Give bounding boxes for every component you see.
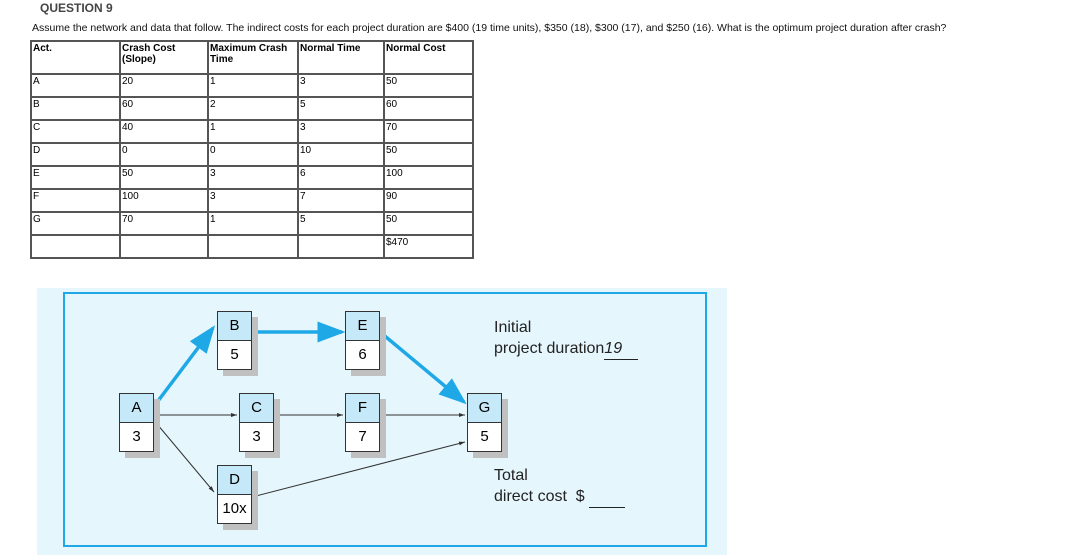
note-line: Total (494, 467, 528, 484)
table-cell: B (30, 96, 121, 121)
header-cell: Crash Cost (Slope) (119, 40, 209, 75)
table-cell: 50 (119, 165, 209, 190)
node-duration: 5 (467, 423, 502, 452)
table-cell: 40 (119, 119, 209, 144)
table-cell (297, 234, 385, 259)
activity-table: Act. Crash Cost (Slope) Maximum Crash Ti… (30, 40, 474, 259)
network-arrows (156, 321, 467, 498)
initial-duration-value: 19 (604, 338, 639, 360)
note-line: direct cost $ (494, 488, 585, 505)
initial-duration-note: Initial project duration19 (494, 317, 639, 360)
arrow-a-d (156, 423, 215, 493)
table-cell: F (30, 188, 121, 213)
node-label: G (467, 393, 502, 423)
header-cell: Act. (30, 40, 121, 75)
table-cell: 3 (297, 73, 385, 98)
table-cell: 50 (383, 211, 474, 236)
table-cell: 60 (119, 96, 209, 121)
table-cell: 1 (207, 119, 299, 144)
table-cell: 1 (207, 211, 299, 236)
table-cell: A (30, 73, 121, 98)
diagram-frame (63, 292, 707, 547)
table-cell: 5 (297, 96, 385, 121)
header-cell: Normal Time (297, 40, 385, 75)
table-cell: 1 (207, 73, 299, 98)
table-cell: 3 (207, 165, 299, 190)
node-duration: 3 (239, 423, 274, 452)
table-cell: 100 (119, 188, 209, 213)
table-cell: 50 (383, 73, 474, 98)
table-cell: 0 (119, 142, 209, 167)
node-label: C (239, 393, 274, 423)
table-cell: 70 (119, 211, 209, 236)
table-cell: $470 (383, 234, 474, 259)
table-cell (30, 234, 121, 259)
table-cell (119, 234, 209, 259)
node-duration: 6 (345, 341, 380, 370)
node-label: D (217, 465, 252, 495)
node-label: B (217, 311, 252, 341)
header-cell: Normal Cost (383, 40, 474, 75)
node-duration: 10x (217, 495, 252, 524)
arrow-a-b (156, 325, 216, 403)
table-cell: G (30, 211, 121, 236)
node-label: A (119, 393, 154, 423)
table-cell: 5 (297, 211, 385, 236)
table-cell: 20 (119, 73, 209, 98)
total-cost-blank (588, 486, 625, 508)
table-cell: 3 (297, 119, 385, 144)
question-prompt: Assume the network and data that follow.… (32, 22, 947, 34)
table-cell: 6 (297, 165, 385, 190)
node-label: F (345, 393, 380, 423)
total-cost-note: Total direct cost $ (494, 465, 625, 508)
table-cell (207, 234, 299, 259)
table-cell: 3 (207, 188, 299, 213)
table-cell: 50 (383, 142, 474, 167)
table-cell: 60 (383, 96, 474, 121)
table-cell: 100 (383, 165, 474, 190)
table-cell: D (30, 142, 121, 167)
node-label: E (345, 311, 380, 341)
table-row: $470 (30, 234, 474, 259)
table-cell: E (30, 165, 121, 190)
table-cell: 70 (383, 119, 474, 144)
table-cell: 10 (297, 142, 385, 167)
table-cell: 0 (207, 142, 299, 167)
note-line: project duration (494, 340, 605, 357)
arrow-d-g (251, 441, 466, 498)
note-line: Initial (494, 319, 532, 336)
table-cell: 90 (383, 188, 474, 213)
header-cell: Maximum Crash Time (207, 40, 299, 75)
table-cell: 7 (297, 188, 385, 213)
question-heading: QUESTION 9 (40, 1, 113, 15)
node-duration: 5 (217, 341, 252, 370)
table-cell: C (30, 119, 121, 144)
arrow-e-g (378, 330, 467, 405)
table-header-row: Act. Crash Cost (Slope) Maximum Crash Ti… (30, 40, 474, 75)
table-cell: 2 (207, 96, 299, 121)
node-duration: 7 (345, 423, 380, 452)
node-duration: 3 (119, 423, 154, 452)
